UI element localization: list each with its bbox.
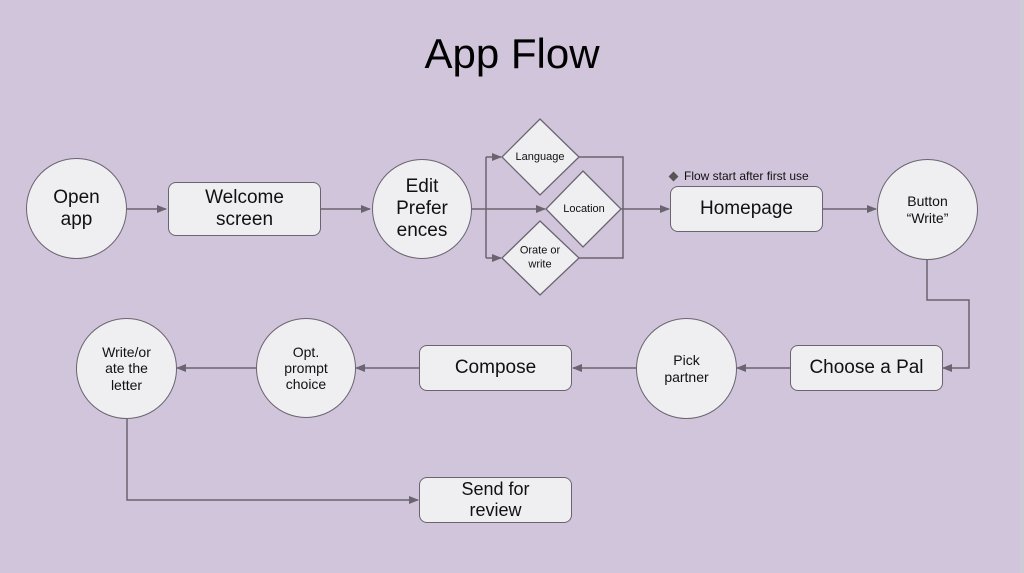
diagram-title: App Flow	[424, 30, 600, 77]
flow-start-note-text: Flow start after first use	[684, 169, 809, 183]
edge-write-letter-to-send-for-review	[126, 418, 419, 504]
node-open-app[interactable]: Open app	[26, 158, 127, 259]
node-button-write[interactable]: Button “Write”	[877, 159, 978, 260]
node-edit-preferences[interactable]: Edit Prefer ences	[372, 159, 472, 259]
node-choose-a-pal-label: Choose a Pal	[809, 357, 924, 379]
node-button-write-label: Button “Write”	[906, 193, 949, 226]
right-edge-strip	[1020, 0, 1024, 573]
node-pick-partner[interactable]: Pick partner	[636, 318, 737, 419]
node-homepage[interactable]: Homepage	[670, 186, 823, 232]
node-write-orate-letter-label: Write/or ate the letter	[102, 344, 151, 393]
node-write-orate-letter[interactable]: Write/or ate the letter	[76, 318, 177, 419]
node-homepage-label: Homepage	[700, 198, 793, 220]
node-opt-prompt-choice-label: Opt. prompt choice	[284, 343, 328, 393]
decision-orate-or-write-shape	[501, 220, 580, 296]
decision-orate-or-write-label[interactable]: Orate or write	[519, 244, 561, 271]
edge-button-write-to-choose-a-pal	[926, 260, 970, 372]
node-compose-label: Compose	[454, 357, 537, 379]
node-welcome-screen-label: Welcome screen	[205, 187, 284, 230]
node-open-app-label: Open app	[53, 186, 100, 230]
decision-language-label[interactable]: Language	[515, 150, 565, 163]
node-send-for-review-label: Send for review	[461, 479, 530, 520]
node-edit-preferences-label: Edit Prefer ences	[396, 176, 448, 241]
decision-language-shape	[501, 118, 580, 196]
edge-language-merge	[579, 156, 624, 259]
diamond-icon	[668, 171, 679, 181]
flow-start-note: Flow start after first use	[668, 169, 809, 183]
node-welcome-screen[interactable]: Welcome screen	[168, 182, 321, 236]
node-choose-a-pal[interactable]: Choose a Pal	[790, 345, 943, 391]
decision-location-label[interactable]: Location	[563, 202, 605, 215]
decision-location-shape	[545, 170, 622, 248]
node-pick-partner-label: Pick partner	[664, 352, 709, 385]
node-opt-prompt-choice[interactable]: Opt. prompt choice	[256, 318, 356, 418]
node-compose[interactable]: Compose	[419, 345, 572, 391]
node-send-for-review[interactable]: Send for review	[419, 477, 572, 523]
